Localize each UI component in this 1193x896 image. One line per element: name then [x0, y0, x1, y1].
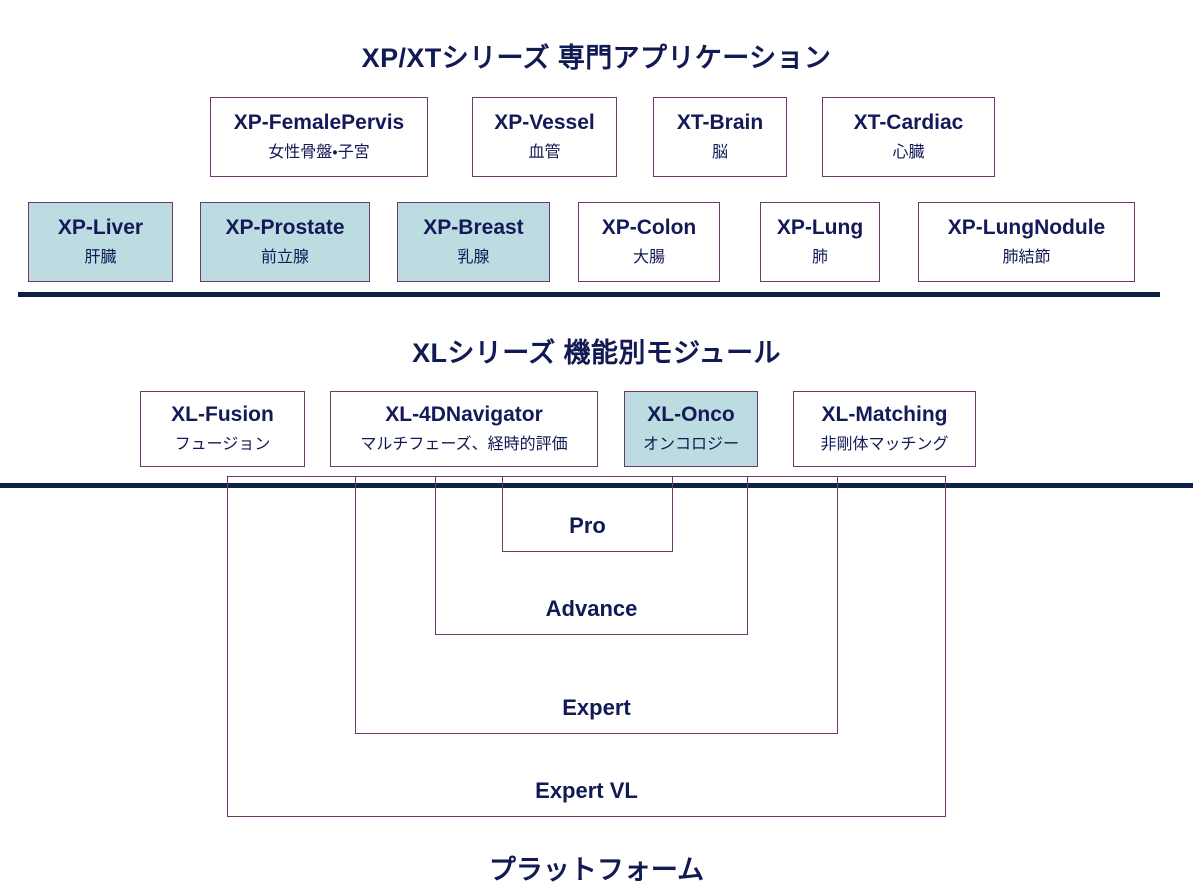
module-subtitle: 肺結節 [1002, 249, 1051, 267]
section-divider-xpxt [18, 292, 1160, 297]
section-divider-xl [0, 483, 1193, 488]
module-name: XP-Colon [601, 216, 697, 240]
module-subtitle: マルチフェーズ、経時的評価 [360, 436, 568, 454]
module-subtitle: 心臓 [892, 144, 925, 162]
module-name: XP-Lung [776, 216, 864, 240]
module-name: XP-Prostate [225, 216, 345, 240]
platform-tier-pro[interactable]: Pro [502, 476, 673, 552]
module-name: XP-Breast [423, 216, 524, 240]
module-box-xp-colon[interactable]: XP-Colon 大腸 [578, 202, 720, 282]
module-name: XL-4DNavigator [385, 403, 543, 427]
tier-label: Expert VL [535, 778, 638, 803]
module-box-xp-liver[interactable]: XP-Liver 肝臓 [28, 202, 173, 282]
module-subtitle: 前立腺 [260, 249, 309, 267]
module-name: XP-FemalePervis [233, 111, 405, 135]
module-box-xp-vessel[interactable]: XP-Vessel 血管 [472, 97, 617, 177]
module-subtitle: 血管 [528, 144, 561, 162]
module-name: XP-Liver [57, 216, 144, 240]
module-box-xl-4dnavigator[interactable]: XL-4DNavigator マルチフェーズ、経時的評価 [330, 391, 598, 467]
module-box-xl-fusion[interactable]: XL-Fusion フュージョン [140, 391, 305, 467]
module-box-xp-breast[interactable]: XP-Breast 乳腺 [397, 202, 550, 282]
module-box-xp-lung[interactable]: XP-Lung 肺 [760, 202, 880, 282]
section-title-platform: プラットフォーム [488, 855, 705, 885]
module-subtitle: フュージョン [174, 436, 271, 454]
module-subtitle: 乳腺 [457, 249, 490, 267]
module-name: XT-Cardiac [853, 111, 964, 135]
module-name: XP-LungNodule [947, 216, 1106, 240]
section-title-xpxt: XP/XTシリーズ 専門アプリケーション [361, 43, 832, 73]
module-name: XP-Vessel [494, 111, 595, 135]
module-name: XL-Onco [647, 403, 735, 427]
section-title-xl: XLシリーズ 機能別モジュール [412, 338, 781, 368]
module-subtitle: 脳 [711, 144, 728, 162]
tier-label: Advance [545, 596, 638, 621]
tier-label: Expert [562, 695, 631, 720]
module-subtitle: 非剛体マッチング [820, 436, 949, 454]
module-box-xt-cardiac[interactable]: XT-Cardiac 心臓 [822, 97, 995, 177]
module-box-xl-onco[interactable]: XL-Onco オンコロジー [624, 391, 758, 467]
module-box-xl-matching[interactable]: XL-Matching 非剛体マッチング [793, 391, 976, 467]
module-box-xp-lungnodule[interactable]: XP-LungNodule 肺結節 [918, 202, 1135, 282]
module-subtitle: 女性骨盤・子宮 [268, 144, 370, 162]
module-subtitle: オンコロジー [642, 436, 739, 454]
module-name: XL-Fusion [171, 403, 274, 427]
module-box-xp-prostate[interactable]: XP-Prostate 前立腺 [200, 202, 370, 282]
module-subtitle: 肺 [811, 249, 828, 267]
module-box-xt-brain[interactable]: XT-Brain 脳 [653, 97, 787, 177]
module-subtitle: 大腸 [632, 249, 665, 267]
module-name: XT-Brain [676, 111, 764, 135]
module-name: XL-Matching [821, 403, 948, 427]
module-subtitle: 肝臓 [84, 249, 117, 267]
module-box-xp-femalepervis[interactable]: XP-FemalePervis 女性骨盤・子宮 [210, 97, 428, 177]
tier-label: Pro [569, 513, 606, 538]
